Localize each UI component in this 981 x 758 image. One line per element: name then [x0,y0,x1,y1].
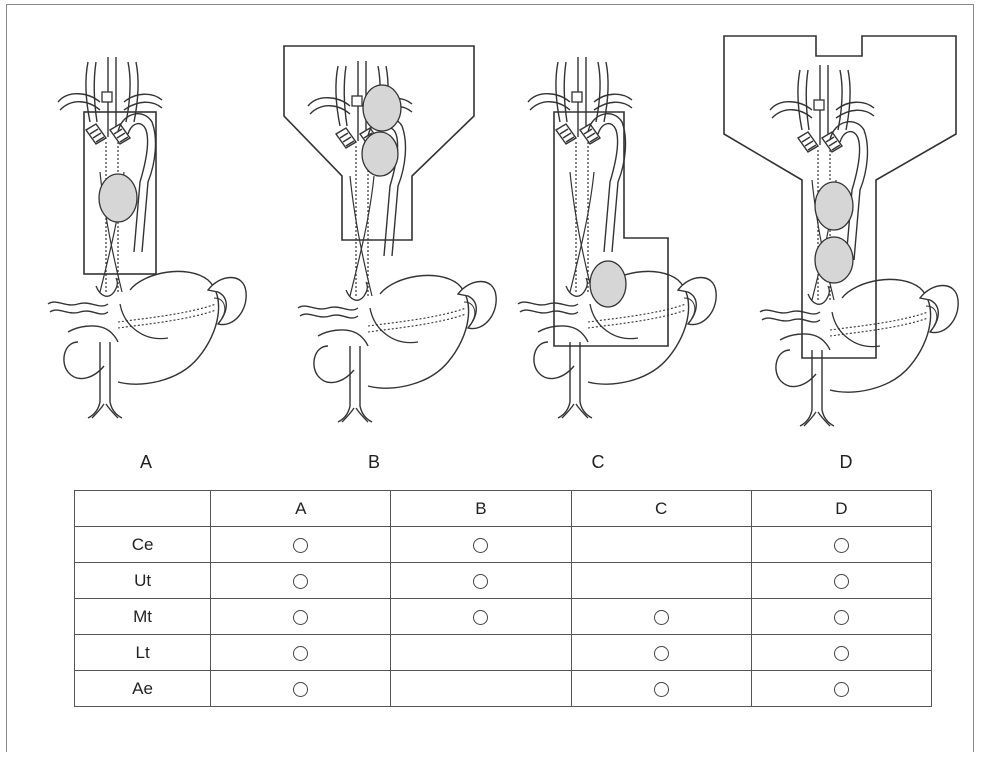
circle-mark-icon [293,574,308,589]
table-cell [571,527,751,563]
table-cell [571,635,751,671]
table-cell [751,671,931,707]
panel-c-illustration [518,57,716,418]
panel-d-illustration [724,36,958,426]
circle-mark-icon [473,610,488,625]
table-cell [571,671,751,707]
panel-label-d: D [826,452,866,473]
panel-b-illustration [284,46,496,422]
column-header-c: C [571,491,751,527]
table-cell [391,635,571,671]
table-cell [211,563,391,599]
table-cell [211,671,391,707]
panel-d-tumor-lower-icon [815,237,853,283]
circle-mark-icon [293,646,308,661]
table-cell [751,527,931,563]
table-cell [391,563,571,599]
circle-mark-icon [834,538,849,553]
table-cell [391,599,571,635]
circle-mark-icon [834,646,849,661]
circle-mark-icon [654,646,669,661]
table-cell [211,599,391,635]
table-header-row: A B C D [75,491,932,527]
column-header-b: B [391,491,571,527]
row-label: Ae [75,671,211,707]
panel-label-a: A [126,452,166,473]
circle-mark-icon [473,538,488,553]
circle-mark-icon [834,610,849,625]
row-label: Mt [75,599,211,635]
table-cell [211,635,391,671]
panel-label-c: C [578,452,618,473]
row-label: Ut [75,563,211,599]
circle-mark-icon [473,574,488,589]
row-label: Lt [75,635,211,671]
table-row: Lt [75,635,932,671]
panel-d-tumor-upper-icon [815,182,853,230]
circle-mark-icon [834,574,849,589]
table-row: Ce [75,527,932,563]
panel-c-field-outline [554,112,668,346]
circle-mark-icon [654,610,669,625]
table-row: Mt [75,599,932,635]
table-row: Ut [75,563,932,599]
circle-mark-icon [293,610,308,625]
circle-mark-icon [654,682,669,697]
circle-mark-icon [293,538,308,553]
panel-c-tumor-icon [590,261,626,307]
circle-mark-icon [293,682,308,697]
table-cell [571,599,751,635]
table-cell [751,563,931,599]
circle-mark-icon [834,682,849,697]
table-cell [211,527,391,563]
panel-b-tumor-upper-icon [363,85,401,131]
column-header-a: A [211,491,391,527]
panel-a-illustration [48,57,246,418]
table-cell [571,563,751,599]
table-cell [391,671,571,707]
panel-b-tumor-lower-icon [362,132,398,176]
panel-a-tumor-icon [99,174,137,222]
row-label: Ce [75,527,211,563]
panel-label-b: B [354,452,394,473]
column-header-d: D [751,491,931,527]
table-cell [391,527,571,563]
table-cell [751,599,931,635]
illustrations [0,0,981,458]
table-cell [751,635,931,671]
table-row: Ae [75,671,932,707]
table-corner-cell [75,491,211,527]
